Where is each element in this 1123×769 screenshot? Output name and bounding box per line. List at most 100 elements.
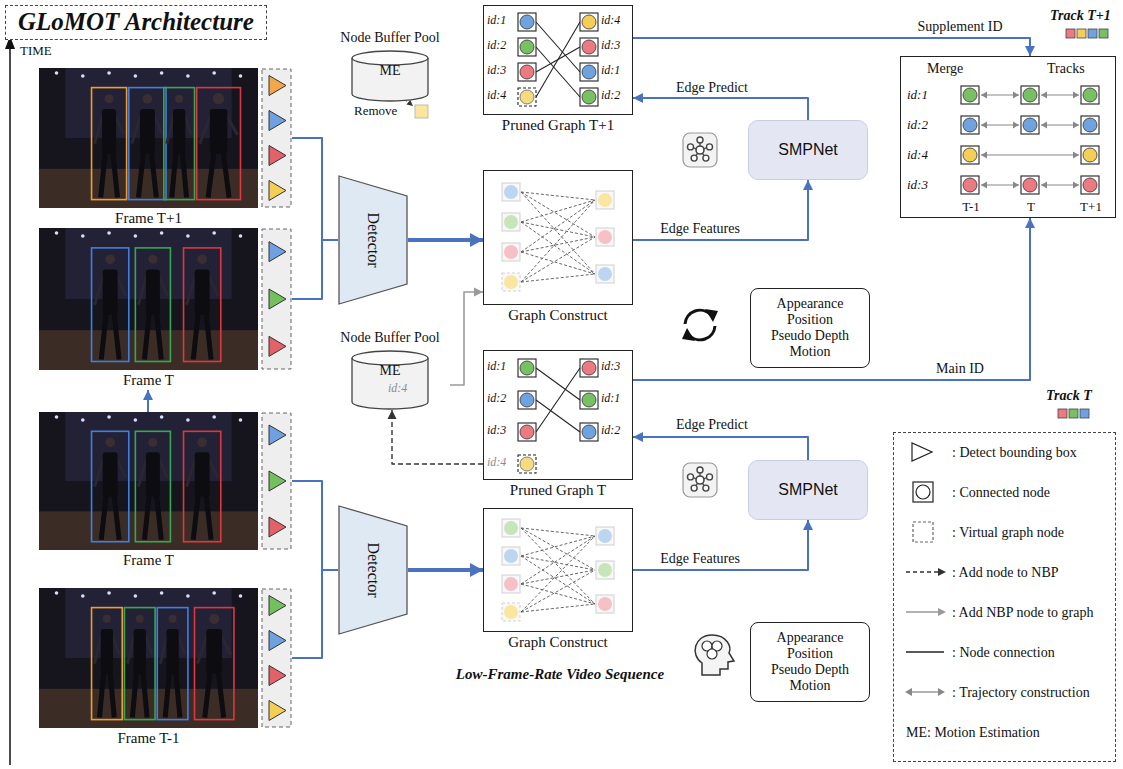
node-circle <box>520 361 534 375</box>
dancer-head <box>197 254 207 264</box>
dancer-leg <box>113 150 118 197</box>
node-id: id:1 <box>601 392 620 406</box>
detection-triangle <box>269 76 286 96</box>
text-slot: Track T+1 <box>1050 8 1111 24</box>
detector-trapezoid: Detector <box>338 175 408 305</box>
node-link <box>536 22 580 72</box>
text-slot: id:4 <box>487 89 506 103</box>
frame-caption: Frame T-1 <box>117 730 179 747</box>
bounding-box <box>184 248 221 362</box>
dancer-body <box>134 629 146 674</box>
dancer-leg <box>176 670 180 717</box>
node-circle <box>504 577 518 591</box>
track-chip <box>1069 409 1078 418</box>
candidate-edge <box>521 536 595 612</box>
bounding-box <box>92 88 127 200</box>
graph-caption: Pruned Graph T+1 <box>502 117 614 134</box>
dancer-arm <box>95 636 102 664</box>
dancer-body <box>166 629 178 674</box>
connector-line <box>292 570 338 658</box>
virtual-node <box>502 273 520 291</box>
connector <box>633 218 1035 380</box>
connector <box>408 233 483 247</box>
node-link <box>536 22 580 97</box>
node-circle <box>1083 118 1097 132</box>
dancer-leg <box>100 670 104 717</box>
text-slot: T <box>1027 200 1035 215</box>
stage-light <box>239 418 243 422</box>
dancer-leg <box>101 493 106 540</box>
node-circle <box>582 393 596 407</box>
candidate-edge <box>521 556 595 604</box>
node-circle <box>504 605 518 619</box>
network-dot <box>703 155 709 161</box>
node-id: id:2 <box>601 89 620 103</box>
cylinder-top <box>352 351 428 365</box>
free-label: Track T <box>1046 388 1092 404</box>
network-icon <box>683 133 717 167</box>
cycle-head <box>705 309 718 322</box>
detection-strip <box>262 69 291 207</box>
graph-node <box>1081 86 1099 104</box>
cylinder-body <box>352 58 428 101</box>
dancer-arm <box>138 276 146 304</box>
smpnet-box: SMPNet <box>748 460 868 520</box>
dancer-arm <box>185 116 192 135</box>
dancer-leg <box>205 670 211 717</box>
legend-text: ME: Motion Estimation <box>906 725 1040 741</box>
text-slot: Track T <box>1046 388 1092 404</box>
dancer-leg <box>114 493 119 540</box>
dancer-body <box>103 452 118 496</box>
time-label: T-1 <box>962 200 980 215</box>
arrowhead <box>1025 218 1035 228</box>
legend-head <box>938 688 945 696</box>
track-id: id:1 <box>907 88 928 103</box>
network-dot <box>707 474 713 480</box>
dancer-head <box>175 95 183 103</box>
text-slot: Low-Frame-Rate Video Sequence <box>456 666 664 683</box>
dancer-body <box>173 109 185 154</box>
dancer-body <box>103 269 118 314</box>
node-link <box>536 368 580 432</box>
dancer-arm <box>145 636 152 655</box>
detection-strip <box>262 229 291 369</box>
legend-double <box>912 691 938 692</box>
legend-text: : Virtual graph node <box>952 525 1064 541</box>
candidate-edge <box>521 200 595 252</box>
bounding-box <box>135 431 170 541</box>
network-dot <box>691 155 697 161</box>
dancer-body <box>146 452 160 496</box>
text-slot: Detector <box>364 212 382 267</box>
node-circle <box>582 40 596 54</box>
stage-light <box>160 231 164 235</box>
graph-node <box>580 38 598 56</box>
dancer-arm <box>209 459 218 478</box>
edge-label: Edge Predict <box>674 417 750 433</box>
candidate-edge <box>521 192 595 237</box>
dancer-leg <box>114 311 119 359</box>
dancer-leg <box>110 670 114 717</box>
dancer-leg <box>101 311 106 359</box>
text-slot: id:3 <box>601 360 620 374</box>
node-id: id:1 <box>601 64 620 78</box>
network-hub <box>696 476 704 484</box>
node-circle <box>520 15 534 29</box>
edge-label: Edge Features <box>658 221 742 237</box>
node-circle <box>520 90 534 104</box>
buffer-id: id:4 <box>388 382 407 396</box>
dancer-arm <box>167 116 174 144</box>
node-circle <box>582 361 596 375</box>
legend-text: : Add NBP node to graph <box>952 605 1093 621</box>
title-box: GLoMOT Architecture <box>5 5 267 40</box>
stage-light <box>55 415 59 419</box>
network-dot <box>697 137 703 143</box>
bounding-box <box>92 431 129 541</box>
graph-node <box>580 63 598 81</box>
text-slot: Graph Construct <box>508 307 608 324</box>
graph-construct: Graph Construct <box>483 508 633 654</box>
stage-light <box>107 231 111 235</box>
video-frame: Frame T <box>39 412 292 570</box>
text-slot: Supplement ID <box>915 19 1004 35</box>
legend-head <box>905 688 912 696</box>
frame-caption: Frame T <box>123 552 174 569</box>
